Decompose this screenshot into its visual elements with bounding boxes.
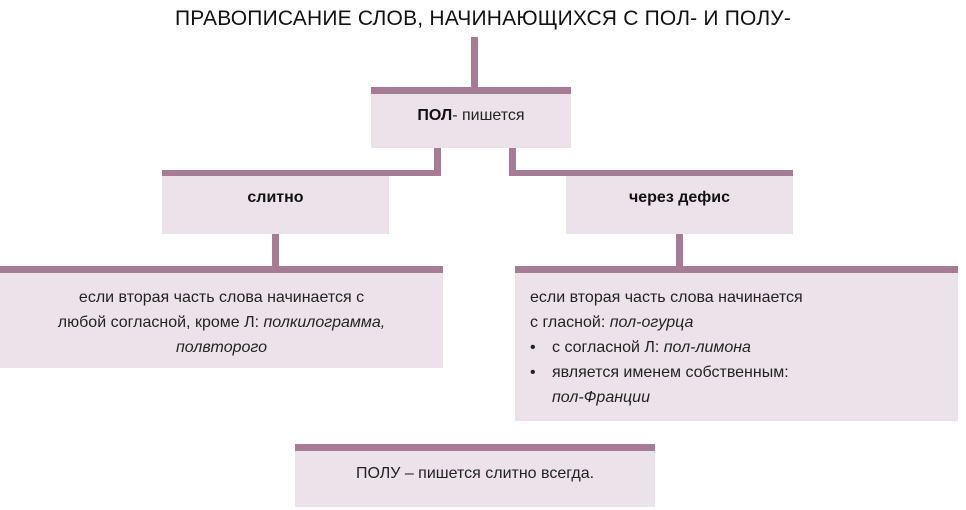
- defis-rule-box: если вторая часть слова начинается с гла…: [515, 266, 958, 421]
- pol-box-text: ПОЛ- пишется: [371, 107, 571, 125]
- connector-pol-to-slitno-horizontal: [162, 170, 441, 176]
- defis-example-vowel: пол-огурца: [609, 314, 694, 331]
- defis-label: через дефис: [628, 189, 731, 206]
- connector-pol-to-defis-horizontal: [509, 170, 793, 176]
- bullet-1-marker: •: [530, 339, 536, 356]
- polu-box-text: ПОЛУ – пишется слитно всегда.: [355, 465, 595, 482]
- defis-rule-bar: [515, 266, 958, 273]
- pol-box-bar: [371, 87, 571, 94]
- slitno-rule-bar: [0, 266, 443, 273]
- bullet-2-text: является именем собственным:: [552, 364, 789, 381]
- pol-prefix: ПОЛ: [417, 107, 453, 124]
- slitno-rule-box: если вторая часть слова начинается с люб…: [0, 266, 443, 368]
- connector-pol-to-defis-vertical: [509, 140, 516, 176]
- slitno-box: слитно: [162, 176, 389, 234]
- defis-box: через дефис: [566, 176, 793, 234]
- slitno-example-2: полвторого: [176, 339, 267, 356]
- connector-defis-to-rule: [676, 220, 683, 270]
- connector-slitno-to-rule: [272, 220, 279, 270]
- defis-bullet-1: • с согласной Л: пол-лимона: [530, 335, 948, 360]
- slitno-rule-text: если вторая часть слова начинается с люб…: [0, 285, 443, 360]
- slitno-example-1: полкилограмма,: [263, 314, 386, 331]
- pol-rest: - пишется: [452, 107, 525, 124]
- defis-rule-text: если вторая часть слова начинается с гла…: [530, 285, 948, 410]
- connector-title-to-pol: [471, 37, 478, 87]
- polu-box: ПОЛУ – пишется слитно всегда.: [295, 444, 655, 507]
- defis-example-l: пол-лимона: [663, 339, 751, 356]
- pol-box: ПОЛ- пишется: [371, 87, 571, 148]
- bullet-1-text: с согласной Л:: [552, 339, 664, 356]
- slitno-rule-line2: любой согласной, кроме Л:: [57, 314, 264, 331]
- defis-bullet-2: • является именем собственным:: [530, 360, 948, 385]
- diagram-title: ПРАВОПИСАНИЕ СЛОВ, НАЧИНАЮЩИХСЯ С ПОЛ- И…: [174, 7, 792, 30]
- connector-pol-to-slitno-vertical: [434, 140, 441, 176]
- defis-rule-line1: если вторая часть слова начинается: [530, 289, 803, 306]
- slitno-label: слитно: [247, 189, 304, 206]
- slitno-rule-line1: если вторая часть слова начинается с: [78, 289, 365, 306]
- polu-box-bar: [295, 444, 655, 451]
- defis-rule-line2: с гласной:: [530, 314, 610, 331]
- defis-example-proper: пол-Франции: [552, 389, 650, 406]
- bullet-2-marker: •: [530, 364, 536, 381]
